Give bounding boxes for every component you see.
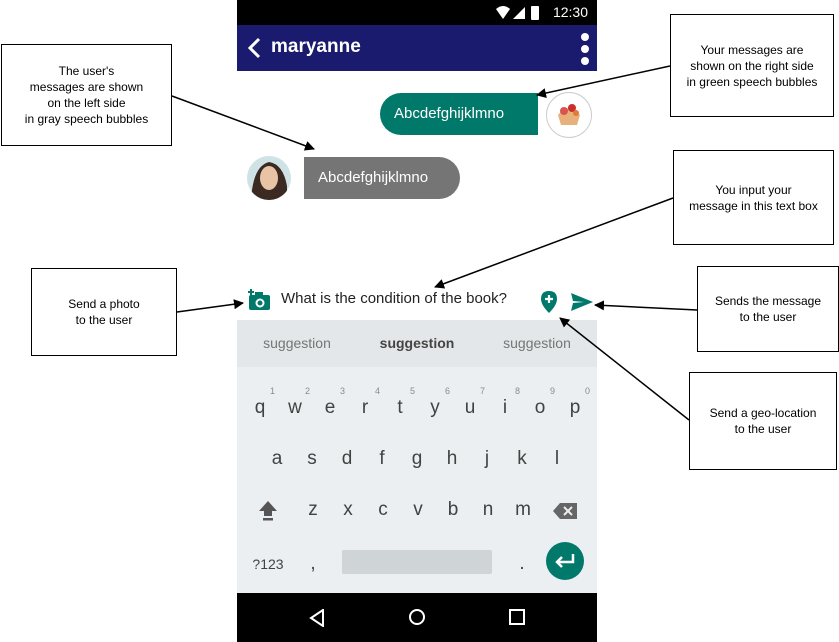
key-h[interactable]: h — [446, 448, 458, 469]
arrow-to-incoming-bubble — [171, 95, 315, 151]
symbols-key[interactable]: ?123 — [252, 556, 284, 572]
key-k[interactable]: k — [517, 448, 527, 469]
add-location-icon[interactable] — [540, 290, 558, 314]
suggestion-middle[interactable]: suggestion — [379, 335, 455, 351]
key-n[interactable]: n — [482, 499, 494, 520]
key-c[interactable]: c — [378, 499, 388, 520]
note-outgoing-bubbles: Your messages are shown on the right sid… — [670, 14, 834, 117]
note-geo-location: Send a geo-location to the user — [689, 372, 837, 470]
comma-key[interactable]: , — [310, 553, 316, 574]
app-bar: maryanne — [237, 25, 597, 71]
nav-home-icon[interactable] — [408, 608, 426, 626]
navigation-bar — [237, 593, 597, 642]
key-z[interactable]: z — [308, 499, 318, 520]
nav-recents-icon[interactable] — [509, 609, 525, 625]
shift-icon[interactable] — [258, 499, 278, 521]
suggestion-right[interactable]: suggestion — [503, 335, 571, 351]
note-send-photo: Send a photo to the user — [31, 268, 177, 356]
arrow-to-outgoing-bubble — [536, 65, 671, 98]
status-bar: 12:30 — [237, 0, 597, 25]
key-j[interactable]: j — [484, 448, 490, 469]
key-x[interactable]: x — [343, 499, 353, 520]
key-w[interactable]: w — [288, 397, 302, 418]
chat-title: maryanne — [271, 36, 361, 57]
note-text-box: You input your message in this text box — [673, 150, 834, 245]
arrow-to-send-icon — [594, 300, 698, 311]
note-send-message: Sends the message to the user — [697, 266, 839, 352]
more-vert-icon[interactable] — [579, 31, 591, 67]
suggestion-strip: suggestion suggestion suggestion — [237, 320, 597, 367]
message-input[interactable] — [281, 290, 531, 307]
enter-key[interactable] — [546, 542, 584, 580]
key-y[interactable]: y — [430, 397, 440, 418]
key-d[interactable]: d — [341, 448, 353, 469]
outgoing-message-bubble: Abcdefghijklmno — [380, 93, 538, 135]
key-g[interactable]: g — [411, 448, 423, 469]
nav-back-icon[interactable] — [309, 609, 325, 627]
arrow-to-photo-icon — [176, 299, 244, 313]
key-q[interactable]: q — [254, 397, 266, 418]
suggestion-left[interactable]: suggestion — [263, 335, 331, 351]
key-p[interactable]: p — [569, 397, 581, 418]
contact-avatar — [247, 156, 291, 200]
status-time: 12:30 — [552, 4, 588, 20]
phone-screen: 12:30 maryanne Abcdefghijklmno Abcdefghi… — [237, 0, 597, 642]
key-b[interactable]: b — [447, 499, 459, 520]
key-a[interactable]: a — [271, 448, 283, 469]
send-icon[interactable] — [570, 292, 594, 312]
composer-bar — [237, 282, 597, 320]
key-o[interactable]: o — [534, 397, 546, 418]
signal-icon — [513, 7, 525, 19]
key-u[interactable]: u — [464, 397, 476, 418]
battery-icon — [531, 6, 539, 20]
enter-icon — [555, 554, 575, 568]
key-r[interactable]: r — [361, 397, 369, 418]
key-e[interactable]: e — [324, 397, 336, 418]
arrow-to-text-box — [434, 197, 674, 289]
arrow-to-geo-icon — [559, 317, 690, 421]
back-arrow-icon[interactable] — [245, 36, 265, 60]
key-m[interactable]: m — [515, 499, 531, 520]
status-icons — [495, 5, 541, 26]
wifi-icon — [496, 6, 510, 19]
add-photo-icon[interactable] — [247, 289, 271, 311]
spacebar[interactable] — [342, 550, 492, 574]
period-key[interactable]: . — [519, 553, 525, 574]
key-i[interactable]: i — [502, 397, 508, 418]
note-incoming-bubbles: The user's messages are shown on the lef… — [1, 44, 172, 146]
incoming-message-bubble: Abcdefghijklmno — [304, 157, 460, 199]
key-f[interactable]: f — [379, 448, 385, 469]
key-l[interactable]: l — [554, 448, 560, 469]
key-v[interactable]: v — [413, 499, 423, 520]
key-s[interactable]: s — [307, 448, 317, 469]
backspace-icon[interactable] — [552, 502, 578, 520]
key-t[interactable]: t — [397, 397, 403, 418]
own-avatar — [546, 92, 592, 138]
